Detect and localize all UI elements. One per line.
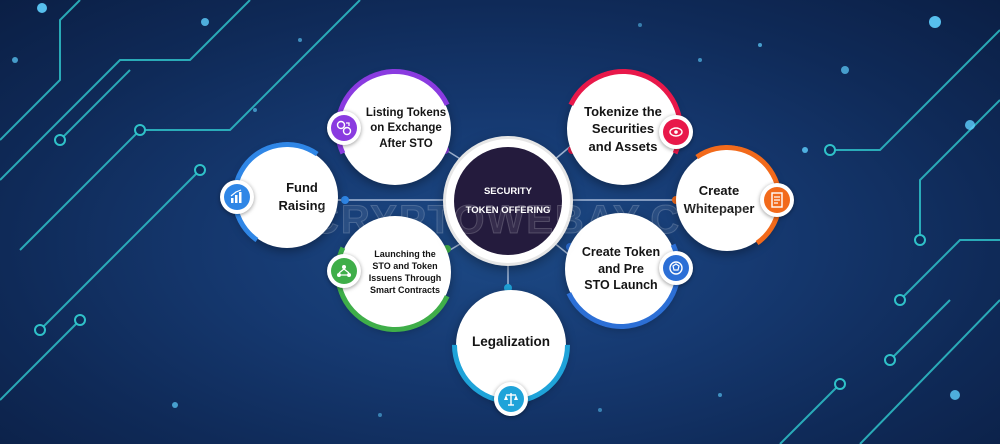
center-hub: SECURITY TOKEN OFFERING (446, 139, 570, 263)
center-title-line2: TOKEN OFFERING (465, 205, 551, 216)
node-fund-raising: Fund Raising (220, 133, 351, 261)
node-create-token: Create Token and Pre STO Launch (544, 192, 698, 346)
growth-chart-icon (220, 180, 254, 214)
token-shield-icon (659, 251, 693, 285)
launch-network-icon (327, 254, 361, 288)
node-label: Create Whitepaper (683, 183, 755, 216)
node-label: Tokenize the Securities and Assets (584, 103, 662, 154)
node-legalization: Legalization (427, 261, 595, 429)
node-launching-sto: Launching the STO and Token Issuens Thro… (318, 195, 472, 349)
node-tokenize-securities: Tokenize the Securities and Assets (546, 52, 700, 206)
coin-icon (659, 115, 693, 149)
token-exchange-icon (327, 111, 361, 145)
node-listing-tokens: Listing Tokens on Exchange After STO (318, 52, 472, 206)
node-label: Launching the STO and Token Issuens Thro… (368, 248, 442, 296)
node-create-whitepaper: Create Whitepaper (663, 136, 794, 264)
node-label: Create Token and Pre STO Launch (581, 244, 661, 293)
node-label: Listing Tokens on Exchange After STO (365, 106, 447, 150)
document-icon (760, 183, 794, 217)
node-label: Fund Raising (278, 180, 326, 213)
scale-icon (494, 382, 528, 416)
node-label: Legalization (471, 333, 550, 349)
center-title-line1: SECURITY (483, 186, 533, 197)
center-hub-label: SECURITY TOKEN OFFERING (454, 147, 562, 255)
